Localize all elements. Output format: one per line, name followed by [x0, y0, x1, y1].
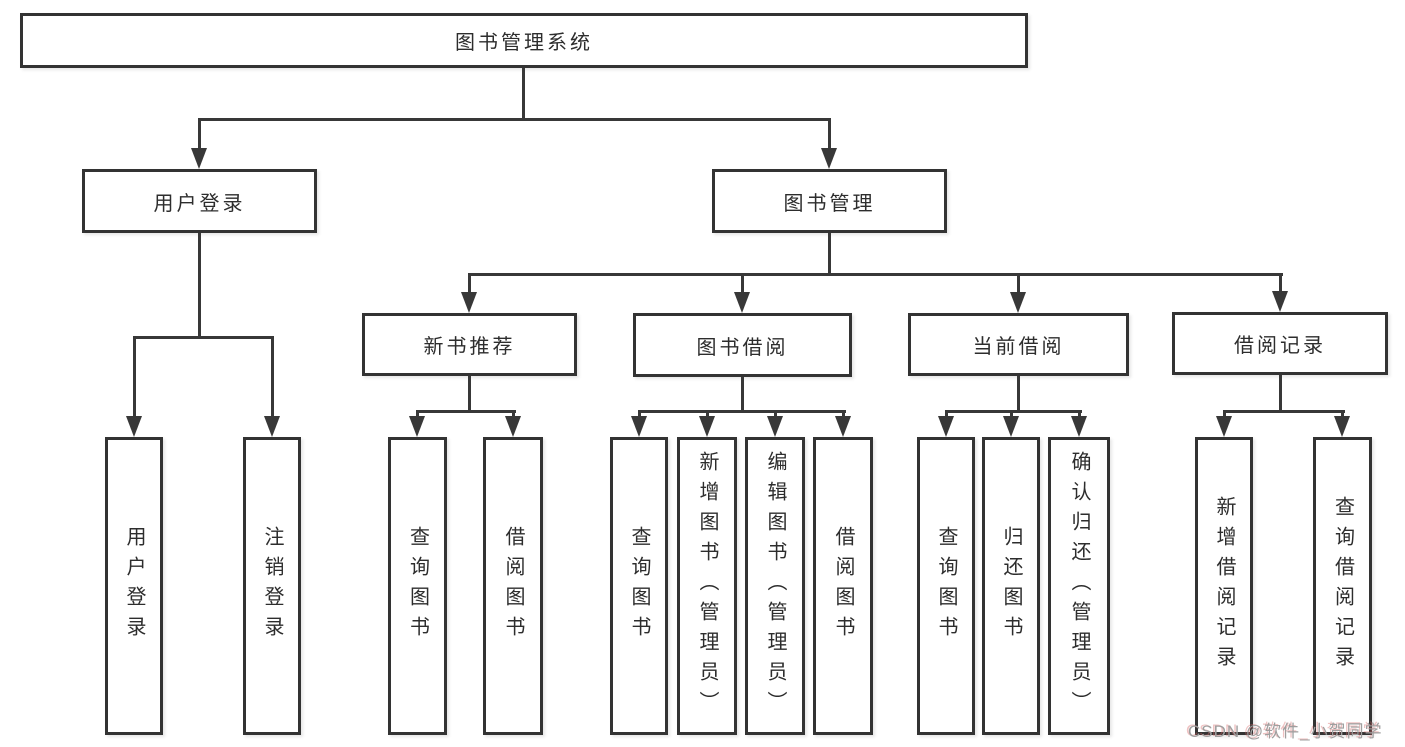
arrowhead-down-icon — [767, 416, 783, 437]
leaf-borrow-books: 借阅图书 — [813, 437, 873, 735]
connector-line — [828, 118, 831, 150]
node-root: 图书管理系统 — [20, 13, 1028, 68]
connector-line — [133, 336, 274, 339]
arrowhead-down-icon — [126, 416, 142, 437]
arrowhead-down-icon — [734, 292, 750, 313]
connector-line — [706, 410, 709, 418]
leaf-logout: 注销登录 — [243, 437, 301, 735]
leaf-user-login: 用户登录 — [105, 437, 163, 735]
leaf-edit-books-admin: 编辑图书（管理员） — [745, 437, 805, 735]
connector-line — [1279, 273, 1282, 295]
leaf-query-borrow-record: 查询借阅记录 — [1313, 437, 1372, 735]
arrowhead-down-icon — [264, 416, 280, 437]
leaf-confirm-return-admin: 确认归还（管理员） — [1048, 437, 1110, 735]
connector-line — [1223, 410, 1226, 418]
connector-line — [198, 118, 831, 121]
arrowhead-down-icon — [409, 416, 425, 437]
arrowhead-down-icon — [835, 416, 851, 437]
node-book-borrow: 图书借阅 — [633, 313, 852, 377]
arrowhead-down-icon — [1071, 416, 1087, 437]
connector-line — [1017, 376, 1020, 413]
connector-line — [1078, 410, 1081, 418]
arrowhead-down-icon — [699, 416, 715, 437]
connector-line — [1223, 410, 1345, 413]
connector-line — [945, 410, 948, 418]
arrowhead-down-icon — [938, 416, 954, 437]
leaf-query-books-recommend: 查询图书 — [388, 437, 447, 735]
connector-line — [638, 410, 846, 413]
arrowhead-down-icon — [1334, 416, 1350, 437]
connector-line — [468, 273, 1283, 276]
connector-line — [198, 118, 201, 150]
node-book-management: 图书管理 — [712, 169, 947, 233]
connector-line — [271, 336, 274, 418]
connector-line — [1017, 273, 1020, 295]
arrowhead-down-icon — [821, 148, 837, 169]
connector-line — [1341, 410, 1344, 418]
node-new-book-recommend: 新书推荐 — [362, 313, 577, 376]
arrowhead-down-icon — [1010, 292, 1026, 313]
connector-line — [468, 376, 471, 413]
connector-line — [638, 410, 641, 418]
arrowhead-down-icon — [631, 416, 647, 437]
connector-line — [512, 410, 515, 418]
connector-line — [1010, 410, 1013, 418]
arrowhead-down-icon — [1272, 291, 1288, 312]
arrowhead-down-icon — [505, 416, 521, 437]
connector-line — [828, 233, 831, 276]
leaf-add-borrow-record: 新增借阅记录 — [1195, 437, 1253, 735]
connector-line — [522, 68, 525, 120]
connector-line — [741, 273, 744, 295]
connector-line — [198, 233, 201, 339]
connector-line — [774, 410, 777, 418]
node-borrow-records: 借阅记录 — [1172, 312, 1388, 375]
connector-line — [842, 410, 845, 418]
connector-line — [1279, 375, 1282, 413]
connector-line — [416, 410, 516, 413]
leaf-borrow-books-recommend: 借阅图书 — [483, 437, 543, 735]
node-user-login: 用户登录 — [82, 169, 317, 233]
arrowhead-down-icon — [461, 292, 477, 313]
leaf-query-books-current: 查询图书 — [917, 437, 975, 735]
leaf-query-books-borrow: 查询图书 — [610, 437, 668, 735]
connector-line — [416, 410, 419, 418]
node-current-borrow: 当前借阅 — [908, 313, 1129, 376]
connector-line — [468, 273, 471, 295]
arrowhead-down-icon — [1216, 416, 1232, 437]
leaf-add-books-admin: 新增图书（管理员） — [677, 437, 737, 735]
csdn-watermark: CSDN @软件_小贺同学 — [1188, 722, 1383, 741]
leaf-return-books: 归还图书 — [982, 437, 1040, 735]
arrowhead-down-icon — [1003, 416, 1019, 437]
connector-line — [945, 410, 1082, 413]
arrowhead-down-icon — [191, 148, 207, 169]
connector-line — [741, 377, 744, 413]
connector-line — [133, 336, 136, 418]
